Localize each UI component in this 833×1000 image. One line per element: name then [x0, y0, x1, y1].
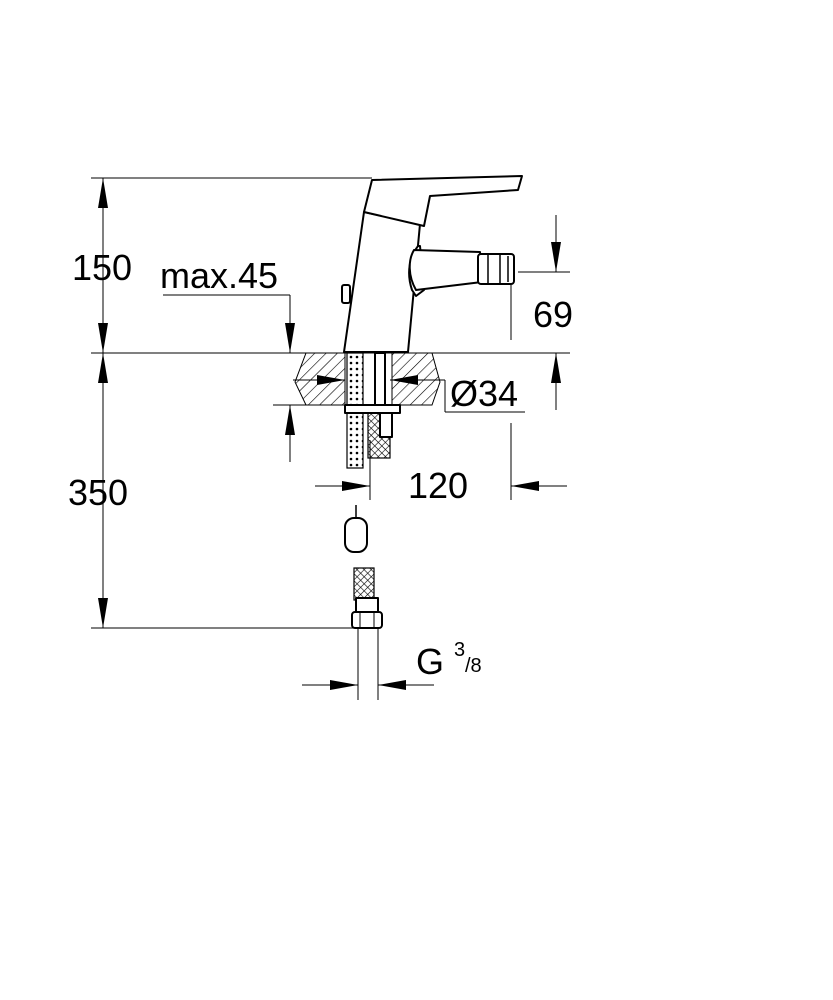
thread-label-g: G [416, 641, 444, 682]
countertop-right [391, 352, 441, 406]
hose-ferrule [355, 597, 379, 613]
spout-arm [408, 249, 483, 291]
thread-label-numerator: 3 [454, 639, 465, 661]
bidet-mixer [341, 175, 523, 353]
hose-break-cap [344, 517, 368, 553]
dimension-350: 350 [68, 353, 128, 628]
dimension-120: 120 [315, 280, 567, 506]
lever-handle [363, 175, 523, 227]
mounting-assembly [344, 352, 401, 469]
dimension-label-69: 69 [533, 294, 573, 335]
countertop-left [294, 352, 346, 406]
thread-label-denominator: /8 [465, 655, 482, 677]
dimension-label-150: 150 [72, 247, 132, 288]
mixer-body [343, 211, 421, 353]
dimension-g-thread: G 3 /8 [302, 628, 482, 700]
dimension-69: 69 [533, 215, 573, 410]
hose-lower [344, 505, 383, 629]
dimension-label-120: 120 [408, 465, 468, 506]
dimension-max45: max.45 [160, 255, 295, 462]
hose-lower-braid [353, 567, 375, 601]
dimension-150: 150 [72, 178, 132, 353]
dimension-label-350: 350 [68, 472, 128, 513]
popup-knob [341, 284, 351, 304]
swivel-nozzle [477, 253, 515, 285]
dimension-label-diameter-34: Ø34 [450, 373, 518, 414]
threaded-stud [374, 352, 386, 409]
dimension-label-max45: max.45 [160, 255, 278, 296]
mounting-nut [379, 412, 393, 438]
countertop-section [294, 352, 441, 406]
hose-end-nut [351, 611, 383, 629]
mounting-washer [344, 404, 401, 414]
